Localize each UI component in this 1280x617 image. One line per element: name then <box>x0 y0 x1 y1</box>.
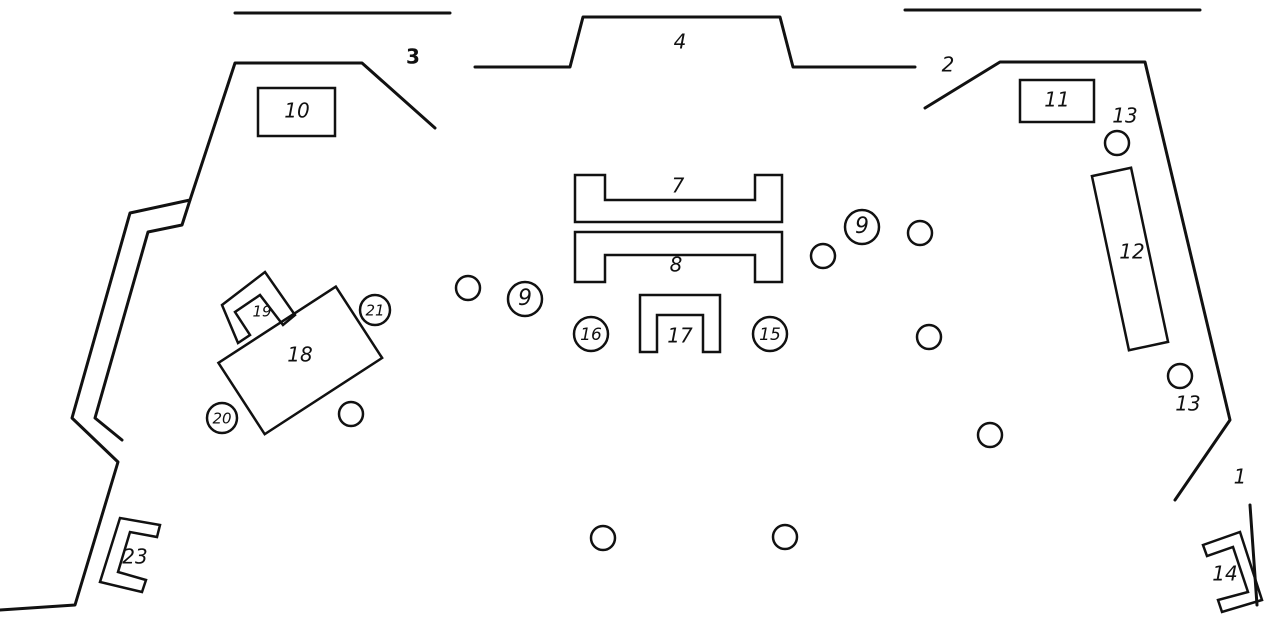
column <box>771 523 799 551</box>
block-23 <box>98 516 162 594</box>
label-9-left: 9 <box>518 286 532 311</box>
circle-16 <box>572 315 610 353</box>
label-7: 7 <box>672 174 685 198</box>
label-20: 20 <box>212 410 231 428</box>
column <box>915 323 943 351</box>
block-11 <box>1018 78 1096 124</box>
column <box>809 242 837 270</box>
label-19: 19 <box>252 303 271 321</box>
label-13-bottom: 13 <box>1175 392 1200 416</box>
circle-21 <box>358 293 392 327</box>
label-9-right: 9 <box>855 214 869 239</box>
block-7 <box>573 173 784 224</box>
label-11: 11 <box>1044 88 1069 112</box>
column <box>976 421 1004 449</box>
label-21: 21 <box>365 302 384 320</box>
label-1: 1 <box>1234 465 1247 489</box>
label-2: 2 <box>942 53 955 77</box>
label-14: 14 <box>1212 562 1237 586</box>
left-wall-inner <box>93 198 192 442</box>
column <box>454 274 482 302</box>
label-17: 17 <box>667 324 693 348</box>
label-16: 16 <box>580 325 602 345</box>
column <box>1103 129 1131 157</box>
block-10 <box>256 86 337 138</box>
circle-15 <box>751 315 789 353</box>
column <box>589 524 617 552</box>
label-4: 4 <box>674 30 687 54</box>
label-8: 8 <box>670 253 683 277</box>
label-23: 23 <box>122 545 147 569</box>
left-wall <box>0 61 437 612</box>
label-3: 3 <box>406 45 420 69</box>
label-10: 10 <box>284 99 309 123</box>
label-12: 12 <box>1119 240 1144 264</box>
column <box>906 219 934 247</box>
block-12 <box>1090 166 1170 352</box>
block-14 <box>1201 530 1264 614</box>
block-17 <box>638 293 722 354</box>
block-18 <box>216 284 384 436</box>
right-wall <box>923 60 1232 502</box>
column <box>337 400 365 428</box>
block-19 <box>220 270 297 345</box>
label-13-top: 13 <box>1112 104 1137 128</box>
column <box>1166 362 1194 390</box>
label-15: 15 <box>759 325 781 345</box>
circle-9-left <box>506 280 544 318</box>
label-18: 18 <box>287 343 312 367</box>
circle-20 <box>205 401 239 435</box>
block-8 <box>573 230 784 284</box>
circle-9-right <box>843 208 881 246</box>
columns <box>337 129 1194 552</box>
stage-outline <box>473 15 917 69</box>
right-wall-end <box>1248 503 1259 607</box>
